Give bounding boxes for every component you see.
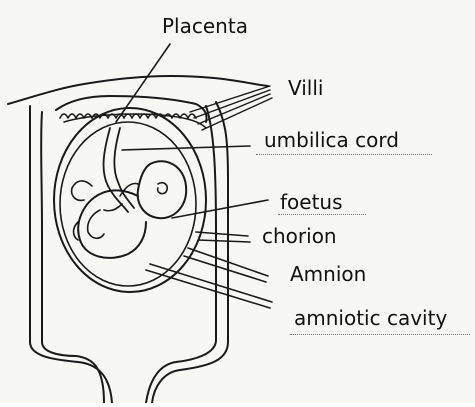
- amnion-membrane: [60, 122, 196, 286]
- leader-umbilical-cord: [122, 146, 250, 150]
- underline-umbilical-cord: [256, 154, 432, 155]
- label-chorion: chorion: [262, 224, 337, 248]
- label-placenta: Placenta: [162, 14, 248, 38]
- label-villi: Villi: [288, 76, 323, 100]
- umbilical-cord-2: [114, 128, 134, 208]
- foetus-legs: [72, 181, 104, 240]
- label-umbilical-cord: umbilica cord: [264, 128, 399, 152]
- foetus-ear: [158, 183, 168, 194]
- leader-amnion: [184, 248, 268, 282]
- leader-foetus: [172, 200, 268, 218]
- label-amnion: Amnion: [290, 262, 366, 286]
- underline-foetus: [278, 214, 366, 215]
- label-foetus: foetus: [280, 190, 343, 214]
- label-amniotic-cavity: amniotic cavity: [294, 306, 447, 330]
- leader-chorion: [196, 232, 250, 242]
- leader-villi: [190, 86, 272, 130]
- uterus-outer-wall: [8, 76, 268, 403]
- foetus-head: [138, 161, 186, 218]
- underline-amniotic-cavity: [290, 334, 470, 335]
